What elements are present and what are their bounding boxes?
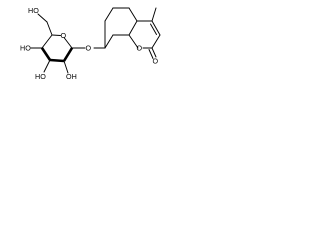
primary-hydroxyl-label: HO [28,6,39,15]
coumarin-benzene-ring [93,7,138,49]
c3-hydroxyl-label: HO [35,72,46,81]
bond-c5-ring-oxygen [51,34,61,36]
bond-c4-c5 [41,34,53,49]
bond-ring-oxygen-c1 [63,37,73,49]
chemical-structure-diagram: O O O O HO HO HO OH [20,6,161,81]
bond-c4a-c5 [128,7,138,22]
bond-c3-hydroxyl [43,59,51,73]
bond-c6-c7 [104,7,114,22]
bond-c8a-ring-oxygen [128,34,139,49]
sugar-substituents [30,13,86,74]
bond-c2-hydroxyl [63,60,69,74]
bond-c6-primary-hydroxyl [37,13,48,23]
lactone-ring-oxygen-label: O [137,43,143,52]
bond-c1-c2-bold [62,47,74,62]
bond-c3-c4-bold [40,47,52,61]
ring-oxygen-label: O [61,31,67,40]
bond-c3-c4 [151,20,161,36]
c4-hydroxyl-label: HO [20,43,31,52]
bond-c2-c3-bold [49,58,65,63]
bond-c7-c8 [104,34,114,49]
bond-c2-c3 [151,34,161,49]
bond-c3-c4-double [150,23,157,35]
atom-labels: O O O O HO HO HO OH [20,6,159,81]
bond-c2-carbonyl-double [148,49,154,59]
bond-c4-methyl [151,7,157,22]
coumarin-lactone-ring [128,7,161,59]
c2-hydroxyl-label: OH [66,72,77,81]
glycosidic-oxygen-label: O [86,43,92,52]
pyranose-ring [40,34,74,63]
carbonyl-oxygen-label: O [153,56,159,65]
bond-c8a-c4a [128,20,138,36]
bond-c5-c6 [46,21,53,36]
bond-c2-carbonyl [151,47,157,58]
